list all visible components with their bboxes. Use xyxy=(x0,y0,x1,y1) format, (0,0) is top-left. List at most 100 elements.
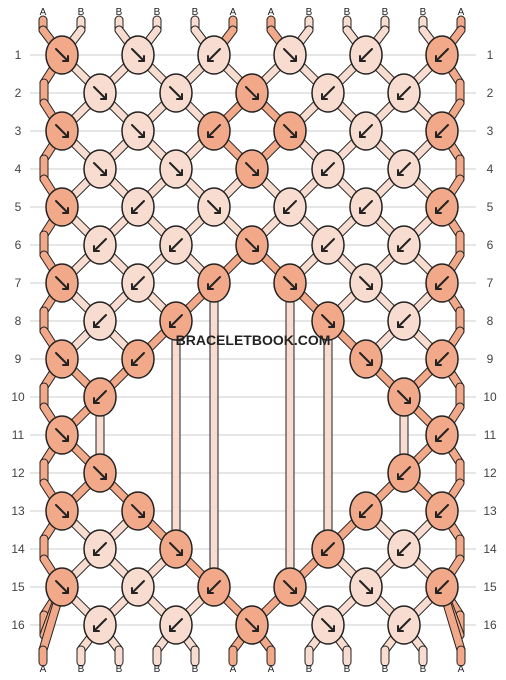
knot xyxy=(425,491,459,531)
arrow-down-left-icon xyxy=(359,48,373,62)
strand-label-bottom: B xyxy=(154,664,161,675)
arrow-down-right-icon xyxy=(207,200,221,214)
arrow-down-right-icon xyxy=(359,276,373,290)
knot xyxy=(311,149,345,189)
knot xyxy=(425,111,459,151)
arrow-down-left-icon xyxy=(283,200,297,214)
knot xyxy=(273,35,307,75)
arrow-down-right-icon xyxy=(245,86,259,100)
arrow-down-right-icon xyxy=(55,428,69,442)
knot xyxy=(83,605,117,645)
arrow-down-left-icon xyxy=(93,238,107,252)
strand-label-top: B xyxy=(154,7,161,18)
arrow-down-left-icon xyxy=(397,162,411,176)
knot xyxy=(349,187,383,227)
arrow-down-right-icon xyxy=(283,124,297,138)
knot xyxy=(159,73,193,113)
row-label-right: 10 xyxy=(483,390,497,404)
knot xyxy=(349,263,383,303)
knot xyxy=(83,73,117,113)
arrow-down-right-icon xyxy=(245,238,259,252)
knot xyxy=(45,415,79,455)
row-label-right: 5 xyxy=(487,200,494,214)
arrow-down-right-icon xyxy=(131,124,145,138)
arrow-down-left-icon xyxy=(93,542,107,556)
arrow-down-right-icon xyxy=(169,86,183,100)
arrow-down-left-icon xyxy=(321,238,335,252)
row-label-right: 1 xyxy=(487,48,494,62)
knot xyxy=(45,187,79,227)
knot xyxy=(159,605,193,645)
knot xyxy=(273,263,307,303)
arrow-down-left-icon xyxy=(397,238,411,252)
arrow-down-right-icon xyxy=(169,162,183,176)
row-label-left: 12 xyxy=(11,466,25,480)
strand-label-top: B xyxy=(116,7,123,18)
arrow-down-left-icon xyxy=(435,276,449,290)
row-label-left: 9 xyxy=(15,352,22,366)
row-label-right: 14 xyxy=(483,542,497,556)
knot xyxy=(197,263,231,303)
row-label-left: 2 xyxy=(15,86,22,100)
arrow-down-left-icon xyxy=(397,618,411,632)
knot xyxy=(45,491,79,531)
arrow-down-right-icon xyxy=(283,48,297,62)
knot xyxy=(121,491,155,531)
row-label-right: 3 xyxy=(487,124,494,138)
arrow-down-right-icon xyxy=(55,276,69,290)
arrow-down-right-icon xyxy=(55,48,69,62)
knot xyxy=(311,301,345,341)
arrow-down-left-icon xyxy=(397,314,411,328)
knot xyxy=(387,225,421,265)
arrow-down-left-icon xyxy=(435,352,449,366)
knot xyxy=(273,567,307,607)
knot xyxy=(235,149,269,189)
arrow-down-left-icon xyxy=(435,48,449,62)
row-label-left: 14 xyxy=(11,542,25,556)
watermark: BRACELETBOOK.COM xyxy=(176,332,331,348)
strand-label-top: B xyxy=(420,7,427,18)
knot xyxy=(311,225,345,265)
row-label-right: 6 xyxy=(487,238,494,252)
knot xyxy=(387,453,421,493)
arrow-down-left-icon xyxy=(169,238,183,252)
arrow-down-left-icon xyxy=(169,618,183,632)
row-label-left: 1 xyxy=(15,48,22,62)
strand-label-top: A xyxy=(458,7,465,18)
knot xyxy=(121,187,155,227)
knot xyxy=(197,111,231,151)
row-label-left: 11 xyxy=(12,428,25,442)
arrow-down-left-icon xyxy=(131,200,145,214)
row-label-left: 16 xyxy=(11,618,25,632)
knot xyxy=(387,377,421,417)
arrow-down-right-icon xyxy=(93,466,107,480)
strand-label-bottom: B xyxy=(78,664,85,675)
arrow-down-left-icon xyxy=(435,200,449,214)
strand-label-bottom: B xyxy=(420,664,427,675)
arrow-down-right-icon xyxy=(321,618,335,632)
strand-label-bottom: B xyxy=(192,664,199,675)
knot xyxy=(121,263,155,303)
strand-label-bottom: B xyxy=(344,664,351,675)
strand-label-bottom: A xyxy=(458,664,465,675)
arrow-down-left-icon xyxy=(435,504,449,518)
strand-label-top: B xyxy=(306,7,313,18)
row-label-left: 6 xyxy=(15,238,22,252)
arrow-down-left-icon xyxy=(321,542,335,556)
arrow-down-left-icon xyxy=(93,390,107,404)
knot xyxy=(349,339,383,379)
strand-label-top: B xyxy=(78,7,85,18)
row-label-left: 13 xyxy=(11,504,25,518)
row-label-left: 10 xyxy=(11,390,25,404)
arrow-down-right-icon xyxy=(131,48,145,62)
arrow-down-left-icon xyxy=(321,162,335,176)
row-label-right: 7 xyxy=(487,276,494,290)
arrow-down-left-icon xyxy=(359,504,373,518)
knot xyxy=(387,529,421,569)
arrow-down-right-icon xyxy=(55,504,69,518)
knot xyxy=(197,35,231,75)
arrow-down-left-icon xyxy=(359,200,373,214)
arrow-down-right-icon xyxy=(397,390,411,404)
knot xyxy=(83,453,117,493)
